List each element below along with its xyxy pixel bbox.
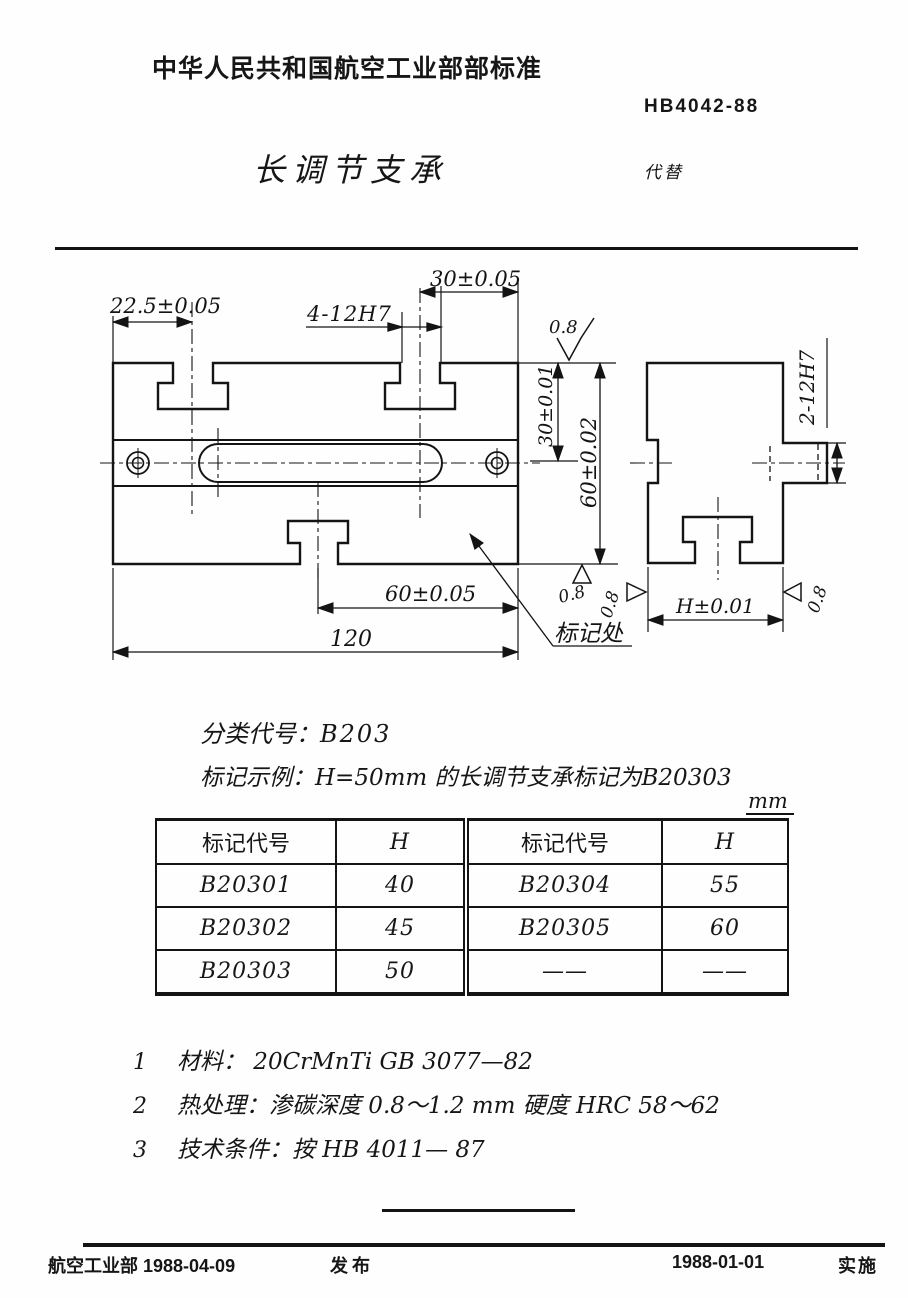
marking-example-line: 标记示例：H=50mm 的长调节支承标记为B20303	[200, 758, 732, 792]
roughness-top-value: 0.8	[549, 317, 578, 338]
table-row: B20303 50 —— ——	[155, 949, 789, 996]
table-row: B20302 45 B20305 60	[155, 906, 789, 951]
hidden-lines	[769, 444, 819, 482]
table-cell: B20303	[155, 949, 337, 996]
note-line-3: 3 技术条件：按 HB 4011— 87	[133, 1130, 485, 1164]
roughness-symbols	[556, 317, 802, 603]
table-row: B20301 40 B20304 55	[155, 863, 789, 908]
roughness-bottom-value: 0.8	[556, 582, 587, 608]
replaces-label: 代替	[644, 163, 684, 183]
note-number: 2	[133, 1094, 147, 1119]
spec-table: 标记代号 H 标记代号 H B20301 40 B20304 55 B20302…	[155, 818, 789, 996]
table-cell: B20304	[463, 863, 663, 908]
table-cell: 60	[661, 906, 789, 951]
table-cell: ——	[661, 949, 789, 996]
dim-slot-center-offset: 22.5±0.05	[109, 294, 221, 318]
footer-issuer-date: 航空工业部 1988-04-09	[48, 1256, 236, 1276]
table-cell: 55	[661, 863, 789, 908]
classification-label: 分类代号：	[200, 720, 320, 748]
table-cell: B20301	[155, 863, 337, 908]
center-lines	[100, 288, 845, 582]
note-text-material: 材料： 20CrMnTi GB 3077—82	[177, 1049, 533, 1075]
table-header-h-1: H	[335, 818, 467, 865]
table-cell: ——	[463, 949, 663, 996]
dim-slot-to-edge: 60±0.05	[385, 582, 476, 606]
table-unit-label: mm	[746, 789, 794, 815]
classification-code: B203	[320, 720, 392, 748]
classification-line: 分类代号：B203	[200, 714, 391, 749]
table-cell: 40	[335, 863, 467, 908]
dim-side-holes-callout: 2-12H7	[795, 350, 819, 426]
dim-height-to-center: 30±0.01	[535, 365, 557, 447]
table-cell: B20305	[463, 906, 663, 951]
note-line-2: 2 热处理：渗碳深度 0.8～1.2 mm 硬度 HRC 58～62	[133, 1086, 720, 1120]
dim-total-height: 60±0.02	[577, 417, 601, 508]
front-view-outline	[111, 361, 520, 566]
document-title: 长调节支承	[253, 151, 449, 189]
footer-implementation-date: 1988-01-01	[672, 1252, 765, 1272]
footer-issue-label: 发布	[330, 1256, 374, 1276]
marking-example-label: 标记示例：	[200, 765, 315, 791]
dim-holes-callout: 4-12H7	[306, 302, 392, 326]
table-cell: B20302	[155, 906, 337, 951]
table-cell: 50	[335, 949, 467, 996]
note-number: 3	[133, 1138, 147, 1163]
note-text-heat-treatment: 热处理：渗碳深度 0.8～1.2 mm 硬度 HRC 58～62	[177, 1093, 720, 1119]
dim-total-width: 120	[330, 627, 372, 652]
side-view-outline	[645, 361, 829, 565]
table-header-code-2: 标记代号	[463, 818, 663, 865]
table-header-code-1: 标记代号	[155, 818, 337, 865]
standard-organization-title: 中华人民共和国航空工业部部标准	[152, 55, 543, 83]
marking-example-text: H=50mm 的长调节支承标记为B20303	[315, 765, 732, 791]
dimension-lines	[111, 286, 843, 658]
section-divider-line	[382, 1209, 575, 1212]
roughness-side-right-value: 0.8	[804, 583, 832, 615]
note-text-tech-conditions: 技术条件：按 HB 4011— 87	[177, 1137, 485, 1163]
extension-lines	[112, 282, 846, 660]
mark-location-label: 标记处	[554, 621, 624, 647]
note-number: 1	[133, 1050, 147, 1075]
roughness-side-left-value: 0.8	[597, 588, 624, 620]
table-header-h-2: H	[661, 818, 789, 865]
header-divider-line	[55, 247, 858, 250]
table-header-row: 标记代号 H 标记代号 H	[155, 818, 789, 865]
dim-thickness: H±0.01	[675, 594, 755, 618]
technical-drawing: 22.5±0.05 4-12H7 30±0.05 0.8 30±0.01 60±…	[100, 267, 846, 660]
dim-slot-pitch: 30±0.05	[430, 267, 521, 291]
footer-divider-line	[83, 1243, 885, 1247]
table-cell: 45	[335, 906, 467, 951]
standard-number: HB4042-88	[644, 96, 760, 117]
footer-implementation-label: 实施	[838, 1256, 878, 1276]
note-line-1: 1 材料： 20CrMnTi GB 3077—82	[133, 1042, 533, 1076]
